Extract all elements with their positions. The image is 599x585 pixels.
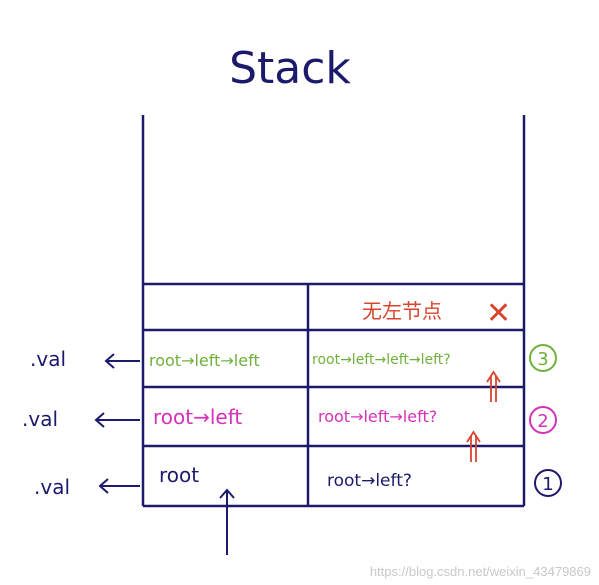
step-3-circle [529, 344, 557, 372]
step-2-circle [529, 406, 557, 434]
row-2-up-double-arrow [466, 430, 481, 462]
row-2-arrow-head [94, 412, 105, 428]
diagram-title: Stack [229, 43, 351, 94]
row-1-value-label: .val [34, 475, 70, 499]
row-3-value-label: .val [30, 347, 66, 371]
step-1-number: 1 [542, 474, 553, 495]
row-3-left-cell: root→left→left [149, 351, 260, 370]
row-3-right-cell: root→left→left→left? [312, 352, 451, 368]
step-2-number: 2 [537, 411, 548, 432]
row-1-left-cell: root [159, 463, 199, 487]
row-3-arrow-head [104, 353, 115, 369]
row-1-right-cell: root→left? [327, 471, 412, 491]
row-1-arrow-head [98, 478, 109, 494]
root-pointer-arrow-head [219, 488, 235, 499]
top-row-note: 无左节点 [362, 299, 442, 323]
watermark: https://blog.csdn.net/weixin_43479869 [369, 564, 591, 579]
row-3-up-double-arrow [486, 370, 501, 402]
row-2-value-label: .val [22, 407, 58, 431]
step-1-circle [534, 469, 562, 497]
step-3-number: 3 [537, 349, 548, 370]
row-2-left-cell: root→left [153, 405, 242, 429]
row-2-right-cell: root→left→left? [318, 407, 437, 426]
top-row-cross-mark: ✕ [486, 296, 511, 331]
